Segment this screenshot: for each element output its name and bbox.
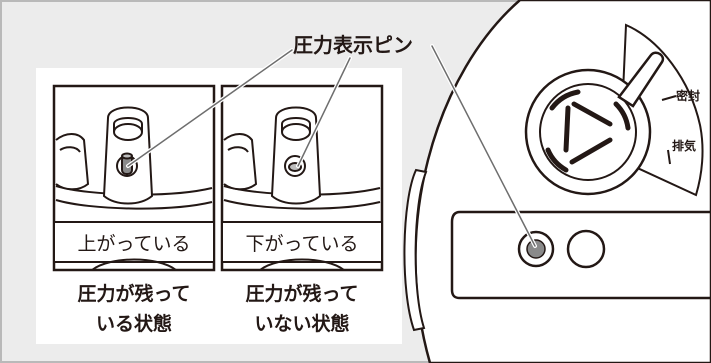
panel-right-description-line2: いない状態 xyxy=(254,312,349,335)
panel-left-device xyxy=(55,106,213,210)
leader-line-left xyxy=(127,49,293,167)
panel-left-caption-box xyxy=(53,221,215,263)
lid-band xyxy=(450,210,711,300)
panel-right-caption: 下がっている xyxy=(245,233,358,255)
callout: 圧力表示ピン xyxy=(126,30,537,248)
leader-lines xyxy=(126,44,537,248)
valve-lever xyxy=(617,51,665,108)
panel-left-description-line1: 圧力が残って xyxy=(77,282,190,305)
panel-right: 下がっている 圧力が残って いない状態 xyxy=(220,84,384,335)
valve-label-exhaust: 排気 xyxy=(672,138,696,153)
valve-label-sealed: 密封 xyxy=(676,88,700,103)
leader-line-middle xyxy=(297,57,351,167)
valve-triangle xyxy=(563,101,613,165)
cooker-lid xyxy=(403,0,711,363)
panel-left-description-line2: いる状態 xyxy=(96,312,172,335)
pressure-pin xyxy=(526,239,546,259)
valve-tick-marks xyxy=(661,95,677,165)
panel-right-device xyxy=(223,106,381,210)
panel-right-caption-box xyxy=(221,221,383,263)
panel-right-description-line1: 圧力が残って xyxy=(245,282,358,305)
leader-line-right xyxy=(431,45,536,247)
panel-left-arc xyxy=(91,258,177,271)
lid-edge-bump xyxy=(403,168,428,332)
panel-right-arc xyxy=(259,258,345,271)
panel-left-caption: 上がっている xyxy=(77,233,190,255)
panel-left: 上がっている 圧力が残って いる状態 xyxy=(52,84,216,335)
valve-arc-marks xyxy=(545,89,631,173)
callout-label: 圧力表示ピン xyxy=(293,33,413,57)
valve-knob-inner xyxy=(539,83,637,181)
release-button xyxy=(566,229,606,269)
callout-label-bg xyxy=(284,30,422,58)
